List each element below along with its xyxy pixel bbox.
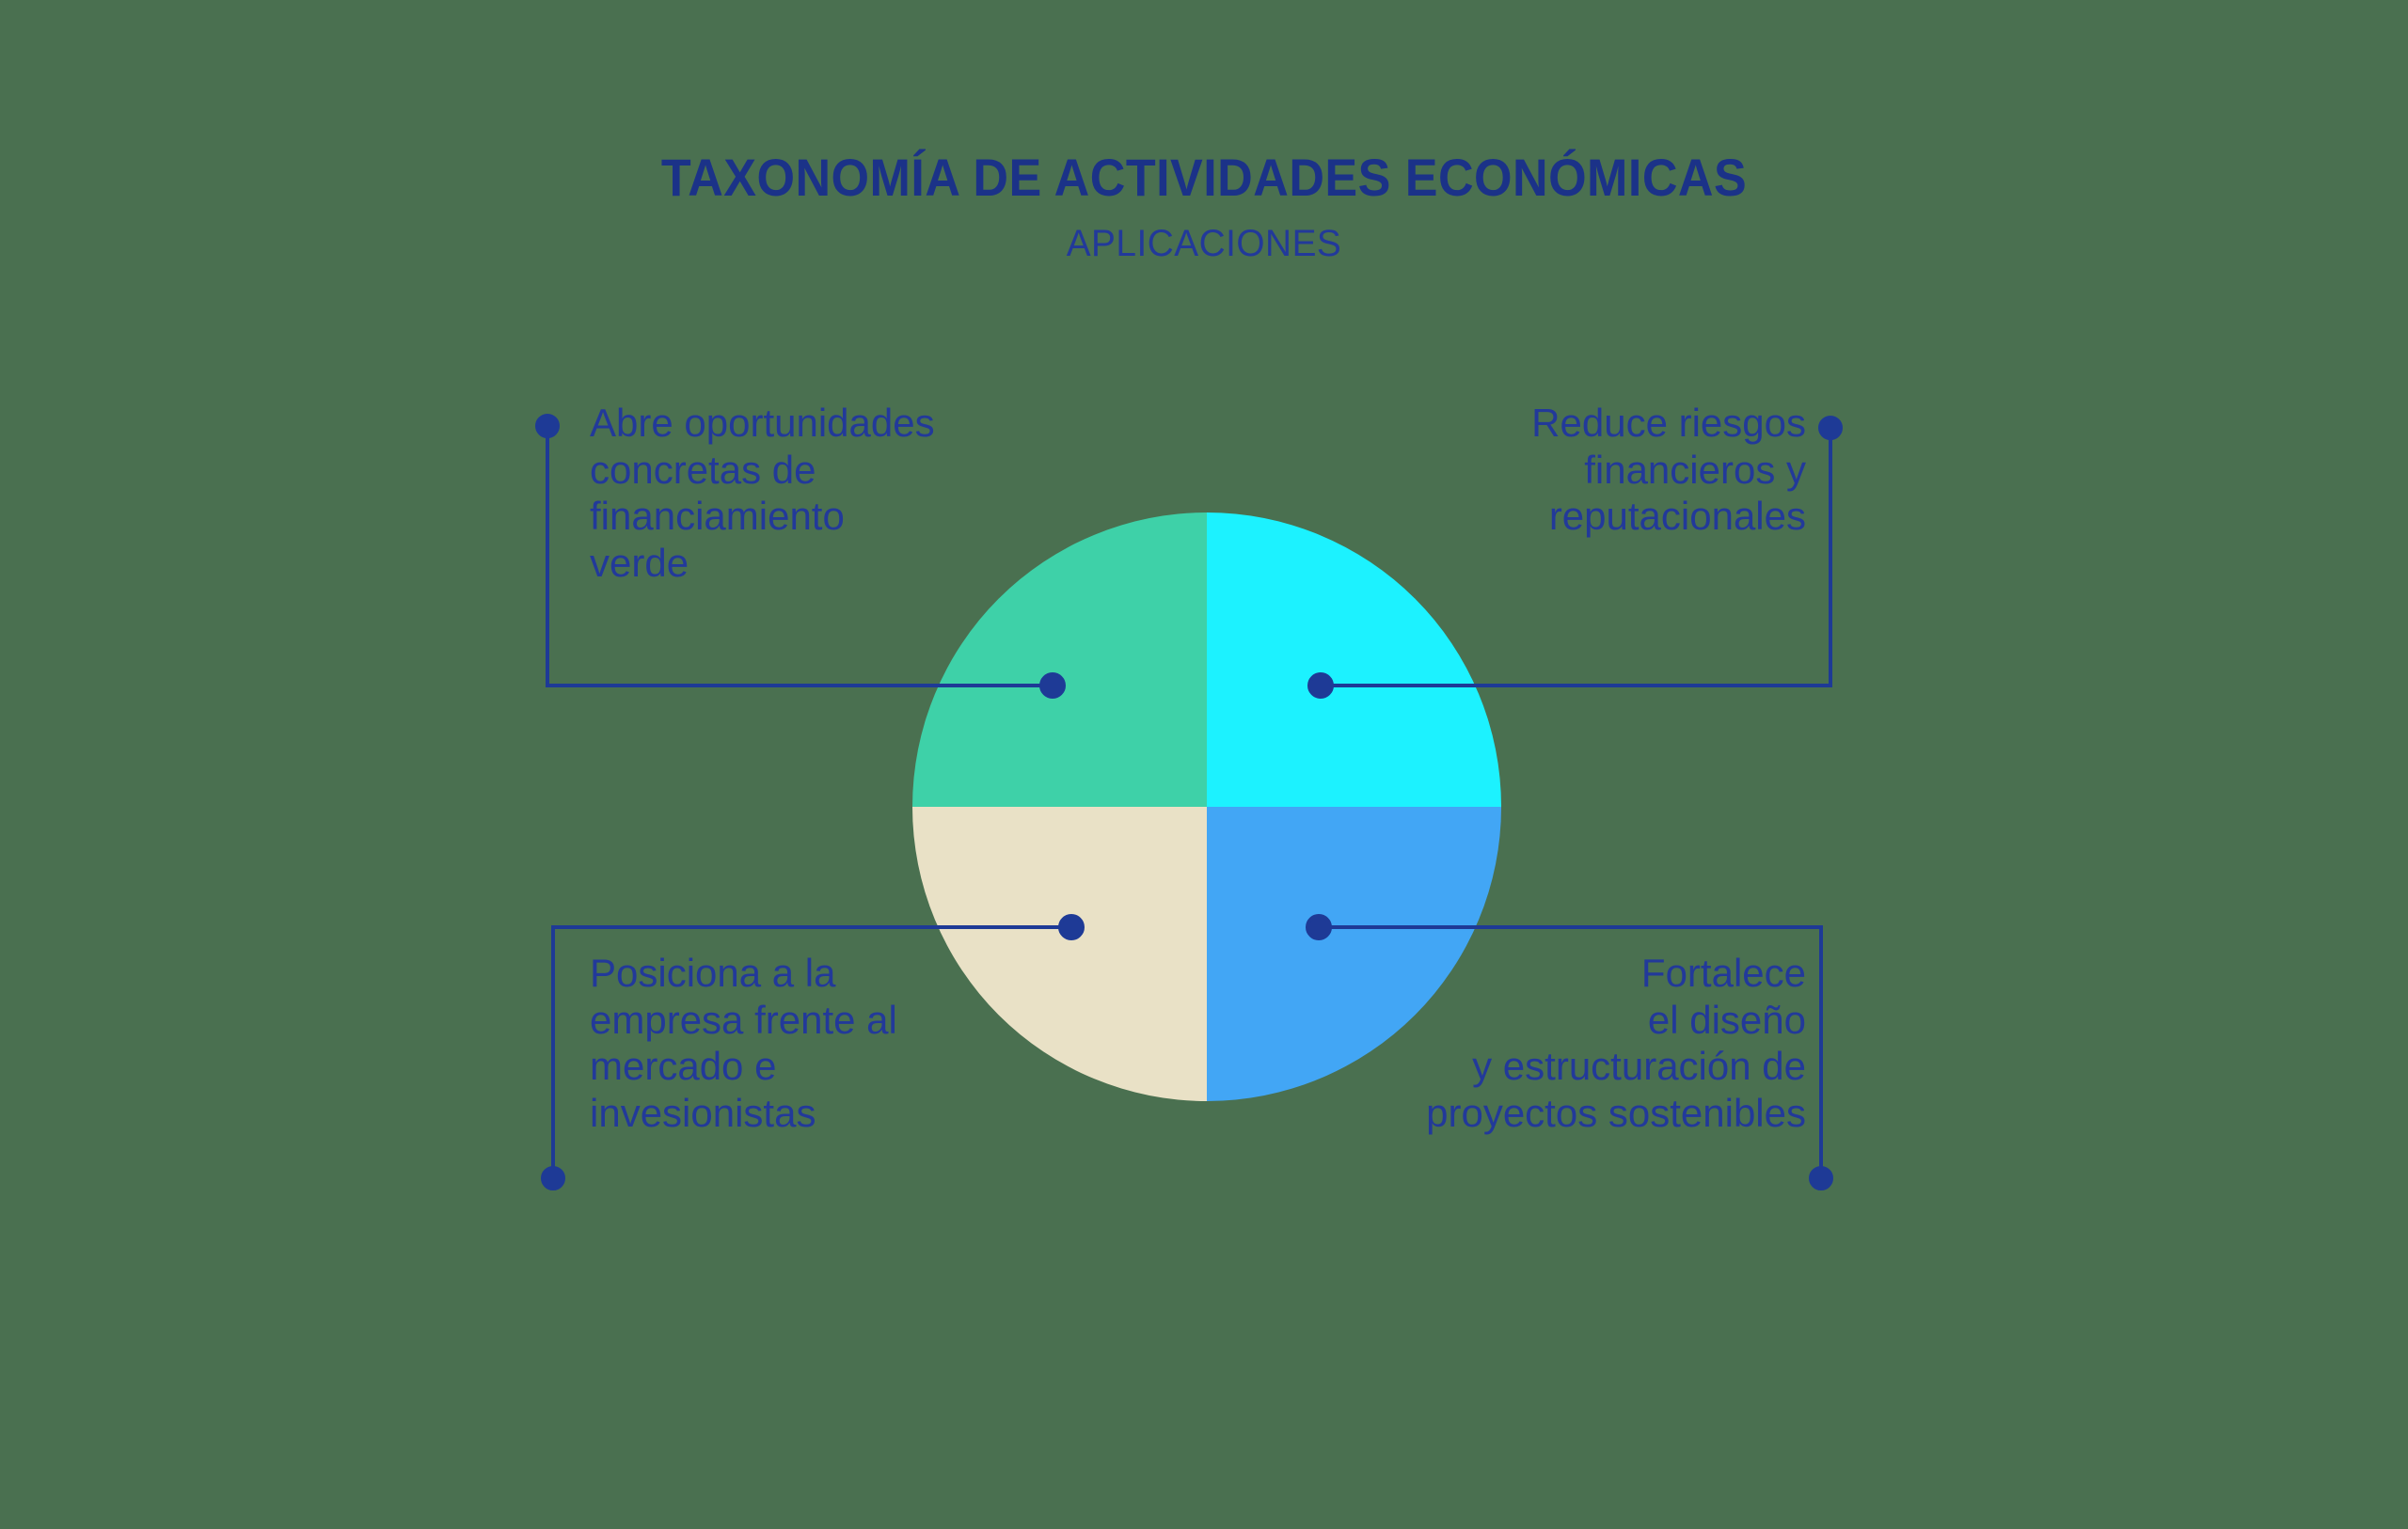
callout-bottom-right: Fortalece el diseño y estructuración de … (1426, 951, 1806, 1135)
page-title: TAXONOMÍA DE ACTIVIDADES ECONÓMICAS (660, 148, 1748, 207)
page-subtitle: APLICACIONES (1066, 222, 1342, 264)
callout-top-right: Reduce riesgos financieros y reputaciona… (1531, 401, 1806, 539)
callout-top-left: Abre oportunidades concretas de financia… (590, 401, 935, 585)
callout-bottom-left: Posiciona a la empresa frente al mercado… (590, 951, 897, 1135)
header: TAXONOMÍA DE ACTIVIDADES ECONÓMICAS APLI… (0, 150, 2408, 265)
pie-slice-top-right[interactable] (1207, 512, 1501, 807)
